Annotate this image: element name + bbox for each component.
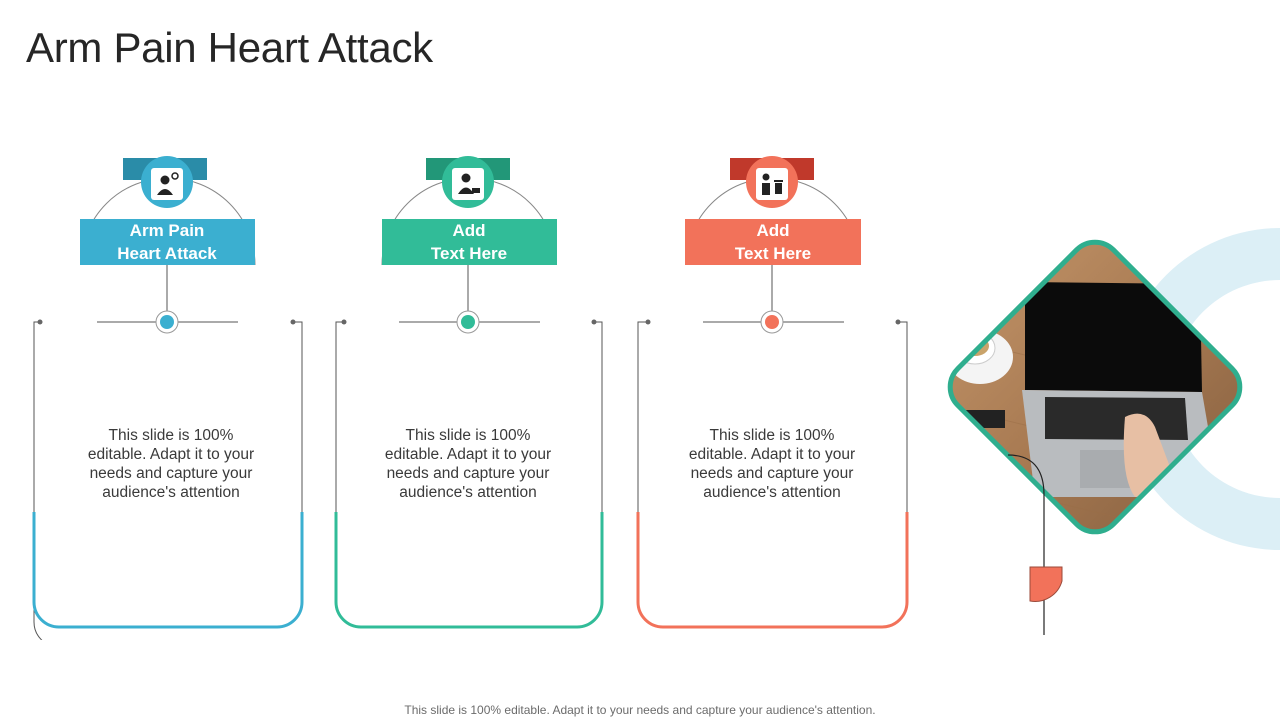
page-title: Arm Pain Heart Attack — [26, 24, 433, 71]
card-1: Arm Pain Heart Attack This slide is 100%… — [28, 150, 308, 640]
card-1-label-line2: Heart Attack — [117, 244, 217, 263]
card-2-text: This slide is 100% editable. Adapt it to… — [384, 427, 552, 501]
card-2-label-line2: Text Here — [430, 244, 508, 263]
card-1-frame — [32, 156, 304, 640]
card-1-text: This slide is 100% editable. Adapt it to… — [87, 427, 255, 501]
footer-note: This slide is 100% editable. Adapt it to… — [404, 703, 876, 717]
card-3: Add Text Here This slide is 100% editabl… — [634, 150, 914, 640]
card-3-text: This slide is 100% editable. Adapt it to… — [688, 427, 856, 501]
card-3-label-line1: Add — [756, 221, 790, 240]
laptop-photo — [930, 222, 1260, 552]
card-2: Add Text Here This slide is 100% editabl… — [330, 150, 610, 640]
person-with-trash-bin-icon — [756, 168, 788, 200]
businessman-with-laptop-icon — [452, 168, 484, 200]
businessman-with-gear-icon — [151, 168, 183, 200]
card-3-label-line2: Text Here — [734, 244, 812, 263]
connector-line — [1007, 454, 1063, 635]
card-1-label-line1: Arm Pain — [129, 221, 205, 240]
card-2-label-line1: Add — [452, 221, 486, 240]
